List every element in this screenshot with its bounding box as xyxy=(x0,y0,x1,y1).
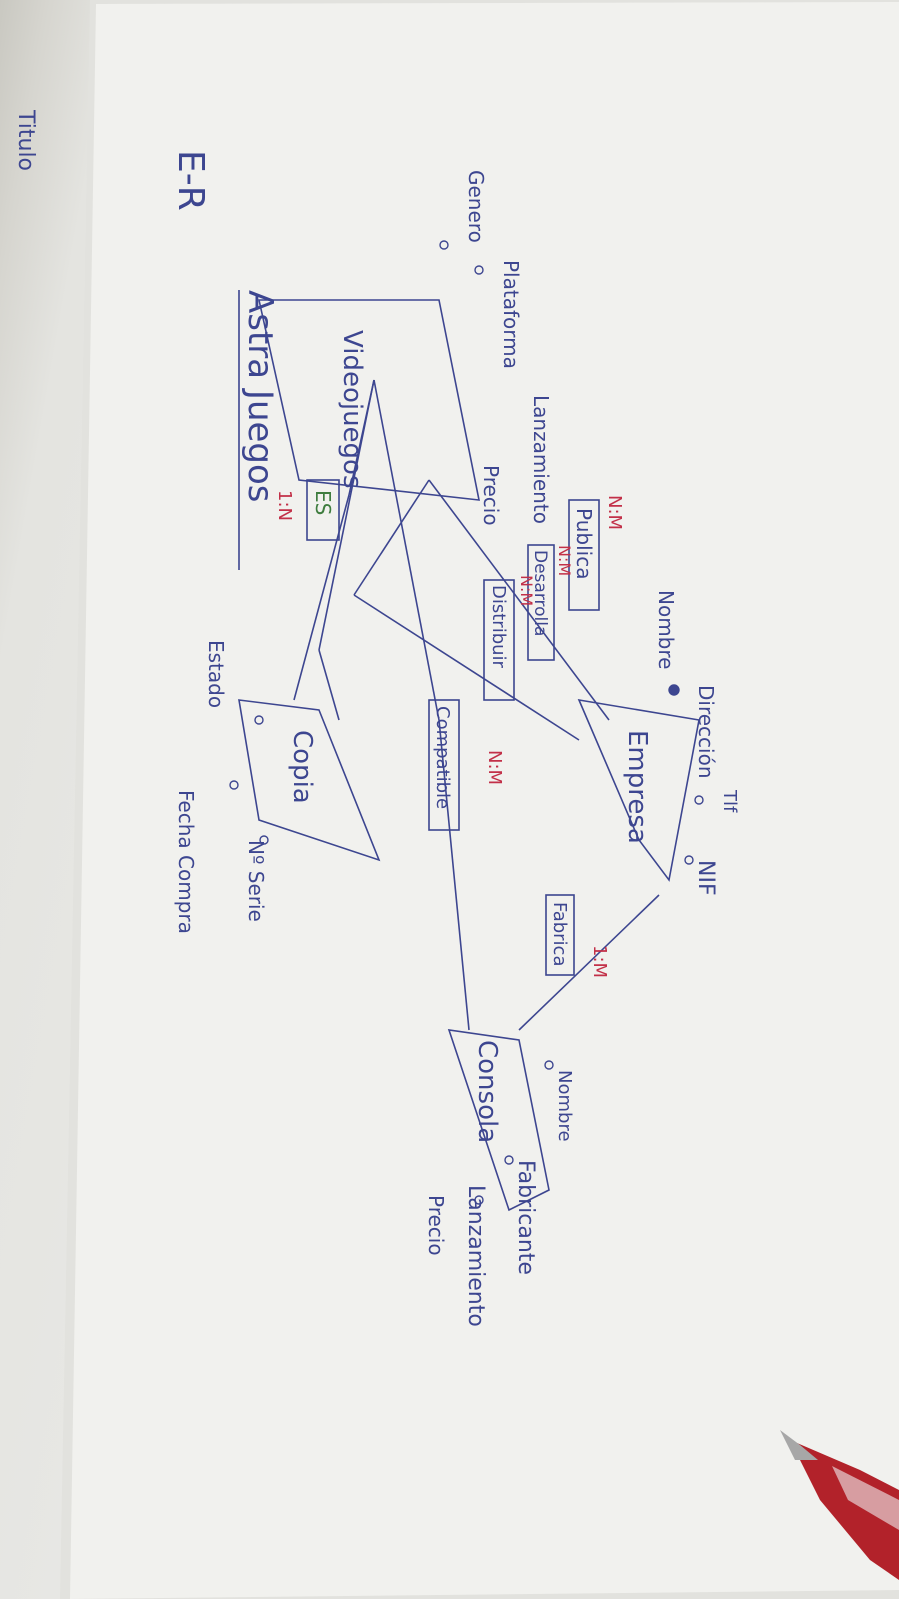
diagram-title: Astra Juegos xyxy=(240,290,280,503)
entity-consola: Consola xyxy=(447,1029,550,1212)
attributes-consola: Nombre Fabricante Lanzamiento Precio xyxy=(424,1070,575,1327)
attr-consola-nombre: Nombre xyxy=(554,1070,575,1142)
entity-copia: Copia xyxy=(238,699,381,862)
attr-precio: Precio xyxy=(479,465,503,526)
entity-videojuegos: Videojuegos xyxy=(258,299,480,501)
attr-consola-fabricante: Fabricante xyxy=(513,1160,538,1275)
entity-empresa-label: Empresa xyxy=(622,730,652,844)
relationship-desarrolla-label: Desarrolla xyxy=(530,550,550,636)
attributes-videojuegos: Titulo Genero Plataforma Lanzamiento Pre… xyxy=(13,109,553,526)
relationship-desarrolla: Desarrolla N:M xyxy=(527,544,574,661)
relationship-fabrica: Fabrica 1:M xyxy=(545,894,610,978)
card-publica: N:M xyxy=(604,495,625,530)
entity-copia-label: Copia xyxy=(287,730,317,804)
paper-sheet xyxy=(70,2,899,1599)
attr-genero: Genero xyxy=(464,170,488,243)
relationship-distribuir: Distribuir N:M xyxy=(483,575,536,701)
card-desarrolla: N:M xyxy=(555,545,574,576)
card-distribuir: N:M xyxy=(517,575,536,606)
relationship-es: ES 1:N xyxy=(274,479,340,541)
attr-empresa-nombre: Nombre xyxy=(654,590,678,669)
relationship-distribuir-label: Distribuir xyxy=(488,585,509,669)
attr-consola-precio: Precio xyxy=(424,1195,448,1256)
attr-titulo: Titulo xyxy=(13,109,38,171)
attr-empresa-direccion: Dirección xyxy=(694,685,718,779)
relationship-lines xyxy=(293,379,660,1031)
entity-consola-label: Consola xyxy=(472,1040,502,1143)
attributes-empresa: Nombre Dirección Tlf NIF xyxy=(654,590,740,896)
attr-copia-estado: Estado xyxy=(204,640,228,708)
relationship-compatible: Compatible N:M xyxy=(428,699,505,831)
attr-empresa-tlf: Tlf xyxy=(719,789,740,813)
relationship-fabrica-label: Fabrica xyxy=(549,902,570,967)
red-pen xyxy=(780,1430,899,1580)
card-fabrica: 1:M xyxy=(589,945,610,978)
entity-videojuegos-label: Videojuegos xyxy=(337,330,367,489)
attributes-copia: Estado Fecha Compra Nº Serie xyxy=(174,640,268,934)
attr-empresa-nif: NIF xyxy=(693,860,718,896)
relationship-publica-label: Publica xyxy=(572,508,596,579)
attr-copia-nserie: Nº Serie xyxy=(244,840,268,922)
relationship-compatible-label: Compatible xyxy=(432,706,453,809)
attr-lanzamiento: Lanzamiento xyxy=(529,395,553,524)
attribute-dots xyxy=(229,240,704,1205)
attr-consola-lanzamiento: Lanzamiento xyxy=(463,1185,488,1327)
diagram-layer: E-R Astra Juegos Videojuegos Publica N:M xyxy=(13,109,740,1327)
header-text: E-R xyxy=(170,150,211,211)
card-compatible: N:M xyxy=(484,750,505,785)
attr-copia-fecha-compra: Fecha Compra xyxy=(174,790,198,934)
relationship-es-label: ES xyxy=(311,490,335,515)
relationship-publica: Publica N:M xyxy=(568,495,625,611)
card-es: 1:N xyxy=(274,490,295,521)
attr-plataforma: Plataforma xyxy=(499,260,523,369)
entity-empresa: Empresa xyxy=(577,698,700,882)
